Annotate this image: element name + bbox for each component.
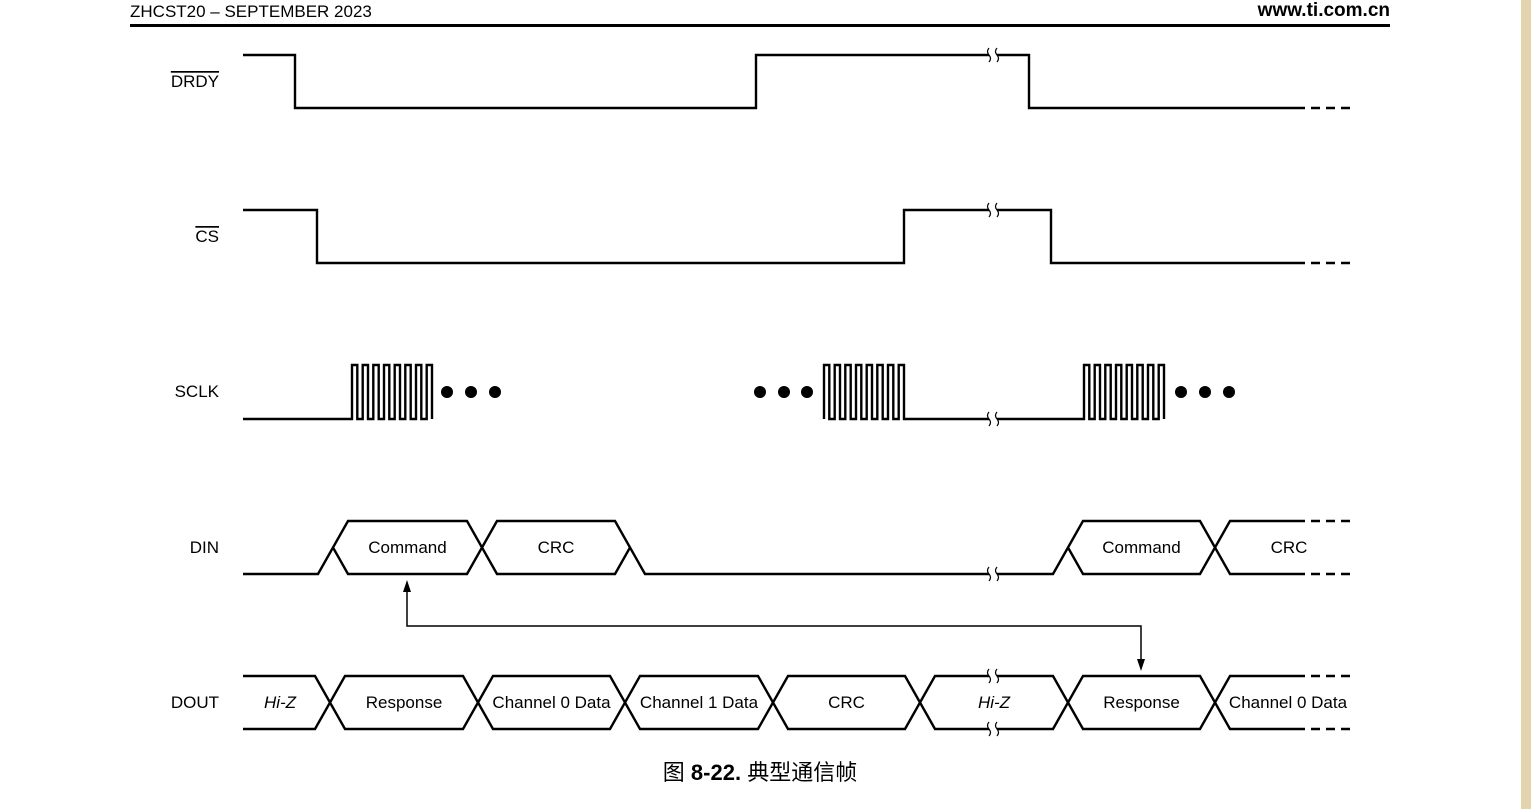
arrowhead-down [1137, 659, 1145, 671]
dout-field-channel-1-data: Channel 1 Data [640, 693, 759, 712]
command-response-arrow [403, 580, 1145, 671]
din-field-command: Command [368, 538, 446, 557]
figure-caption: 图 8-22. 典型通信帧 [130, 759, 1390, 787]
dout-field-response: Response [1103, 693, 1180, 712]
din-field-command: Command [1102, 538, 1180, 557]
viewer-background-edge [1521, 0, 1531, 809]
header-rule [130, 24, 1390, 27]
document-id-and-date: ZHCST20 – SEPTEMBER 2023 [130, 2, 372, 21]
ellipsis-dot [489, 386, 501, 398]
break-mark [986, 202, 1000, 218]
ellipsis-dot [1175, 386, 1187, 398]
cs-waveform [243, 208, 1305, 265]
cs-label: CS [195, 227, 219, 246]
ellipsis-dot [754, 386, 766, 398]
dout-field-channel-0-data: Channel 0 Data [492, 693, 611, 712]
caption-prefix: 图 [662, 760, 685, 785]
break-mark [986, 411, 1000, 427]
dout-label: DOUT [171, 693, 219, 712]
sclk-signal [243, 363, 1235, 427]
ellipsis-dot [441, 386, 453, 398]
caption-title: 典型通信帧 [747, 760, 858, 785]
website-link[interactable]: www.ti.com.cn [1257, 0, 1390, 21]
din-field-crc: CRC [1271, 538, 1308, 557]
dout-field-hi-z: Hi-Z [264, 693, 297, 712]
ellipsis-dot [1199, 386, 1211, 398]
dout-field-hi-z: Hi-Z [978, 693, 1011, 712]
ellipsis-dot [801, 386, 813, 398]
ellipsis-dot [1223, 386, 1235, 398]
dout-field-response: Response [366, 693, 443, 712]
break-mark [986, 721, 1000, 737]
arrowhead-up [403, 580, 411, 592]
arrow-line [406, 590, 1142, 661]
dout-field-channel-0-data: Channel 0 Data [1229, 693, 1348, 712]
dout-continuation [1311, 674, 1350, 731]
break-mark [986, 47, 1000, 63]
din-label: DIN [190, 538, 219, 557]
drdy-waveform [243, 53, 1305, 110]
dout-signal: Hi-Z Response Channel 0 Data Channel 1 D… [243, 668, 1350, 737]
break-mark [986, 566, 1000, 582]
drdy-label: DRDY [171, 72, 219, 91]
caption-number: 8-22. [690, 760, 742, 785]
dout-waveform [243, 674, 1305, 731]
din-field-crc: CRC [538, 538, 575, 557]
sclk-label: SCLK [175, 382, 220, 401]
din-continuation [1311, 519, 1350, 576]
break-mark [986, 668, 1000, 684]
drdy-signal [243, 47, 1350, 110]
sclk-waveform [243, 363, 1166, 421]
ellipsis-dot [465, 386, 477, 398]
ellipsis-dot [778, 386, 790, 398]
din-signal: Command CRC Command CRC [243, 519, 1350, 582]
cs-signal [243, 202, 1350, 265]
dout-field-crc: CRC [828, 693, 865, 712]
din-waveform [243, 519, 1305, 576]
